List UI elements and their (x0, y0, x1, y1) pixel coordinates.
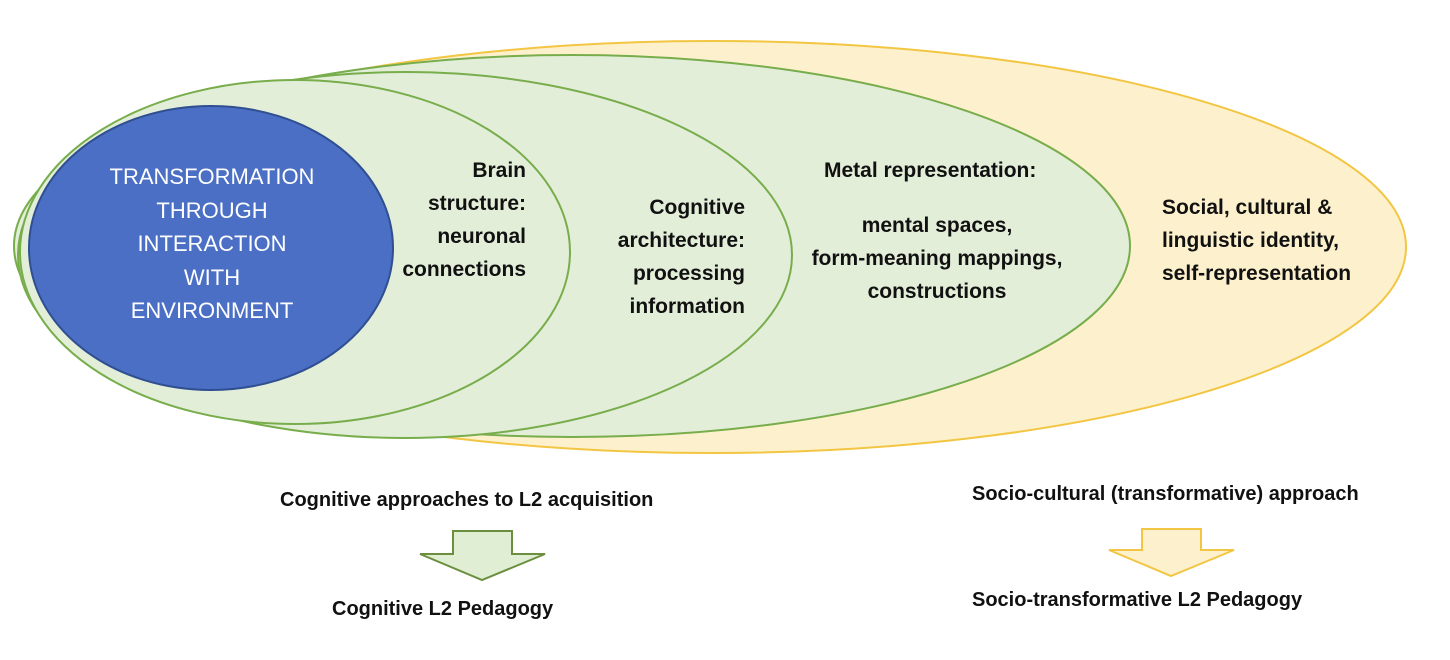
cognitive-label-line: architecture: (617, 229, 745, 252)
socio-down-arrow (1108, 528, 1235, 578)
mental-item-line: mental spaces, (861, 214, 1013, 237)
core-transformation-ellipse (28, 105, 394, 391)
cognitive-pedagogy-caption: Cognitive L2 Pedagogy (332, 598, 554, 620)
cognitive-label-line: information (629, 295, 746, 318)
socio-cultural-approach-caption: Socio-cultural (transformative) approach (972, 483, 1359, 505)
cognitive-label-line: Cognitive (649, 196, 745, 219)
mental-representation-items: mental spaces, form-meaning mappings, co… (796, 209, 1078, 308)
social-identity-label: Social, cultural & linguistic identity, … (1162, 191, 1351, 290)
brain-label-line: structure: (427, 192, 526, 215)
brain-label-line: neuronal (437, 225, 526, 248)
core-label: TRANSFORMATION THROUGH INTERACTION WITH … (96, 160, 328, 328)
cognitive-label-line: processing (632, 262, 745, 285)
mental-item-line: constructions (867, 280, 1007, 303)
socio-transformative-pedagogy-caption: Socio-transformative L2 Pedagogy (972, 589, 1303, 611)
social-label-line: linguistic identity, (1162, 229, 1339, 252)
brain-label-line: connections (402, 258, 526, 281)
core-label-line: INTERACTION (137, 231, 287, 256)
brain-structure-label: Brain structure: neuronal connections (380, 154, 526, 286)
cognitive-architecture-label: Cognitive architecture: processing infor… (590, 191, 745, 323)
core-label-line: TRANSFORMATION (109, 164, 315, 189)
social-label-line: Social, cultural & (1162, 196, 1333, 219)
mental-representation-title: Metal representation: (824, 159, 1037, 182)
cognitive-approaches-caption: Cognitive approaches to L2 acquisition (280, 489, 654, 511)
core-label-line: THROUGH (156, 197, 268, 223)
cognitive-down-arrow (419, 530, 546, 582)
core-label-line: WITH (183, 264, 241, 290)
brain-label-line: Brain (472, 159, 526, 182)
social-label-line: self-representation (1162, 262, 1352, 285)
core-label-line: ENVIRONMENT (130, 298, 294, 323)
mental-item-line: form-meaning mappings, (811, 247, 1063, 270)
